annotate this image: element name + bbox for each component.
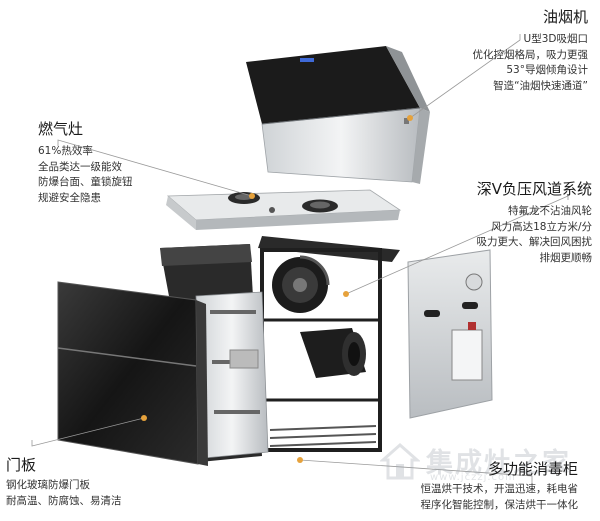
sterilizer-callout: 多功能消毒柜 恒温烘干技术，开温迅速，耗电省 程序化智能控制，保洁烘干一体化 xyxy=(421,460,579,513)
range-hood-line-4: 智造“油烟快速通道” xyxy=(493,79,588,92)
accent-dots xyxy=(141,115,413,463)
leader-lines xyxy=(31,34,569,484)
gas-stove-line-4: 规避安全隐患 xyxy=(38,191,101,204)
range-hood-line-3: 53°导烟倾角设计 xyxy=(506,64,588,76)
door-panel-line-1: 钢化玻璃防爆门板 xyxy=(6,479,90,491)
door-panel-line-2: 耐高温、防腐蚀、易清洁 xyxy=(6,494,122,507)
gas-stove-line-1: 61%热效率 xyxy=(38,145,93,157)
range-hood-title: 油烟机 xyxy=(542,8,588,26)
sterilizer-line-2: 程序化智能控制，保洁烘干一体化 xyxy=(420,498,579,511)
sterilizer-title: 多功能消毒柜 xyxy=(487,460,578,478)
sterilizer-line-1: 恒温烘干技术，开温迅速，耗电省 xyxy=(420,483,579,495)
glass-door xyxy=(57,281,208,466)
gas-stove-callout: 燃气灶 61%热效率 全品类达一级能效 防爆台面、童锁旋钮 规避安全隐患 xyxy=(38,120,133,206)
gas-stove xyxy=(166,189,402,230)
door-panel-title: 门板 xyxy=(6,456,37,474)
air-duct-frame xyxy=(258,236,400,452)
air-duct-callout: 深V负压风道系统 特氟龙不沾油风轮 风力高达18立方米/分 吸力更大、解决回风困… xyxy=(477,180,593,266)
range-hood-callout: 油烟机 U型3D吸烟口 优化控烟格局，吸力更强 53°导烟倾角设计 智造“油烟快… xyxy=(473,8,589,94)
range-hood-line-1: U型3D吸烟口 xyxy=(523,33,588,45)
air-duct-title: 深V负压风道系统 xyxy=(476,180,592,198)
watermark-url: www.jczzj.com xyxy=(430,472,516,483)
house-logo-icon xyxy=(380,442,420,480)
air-duct-line-2: 风力高达18立方米/分 xyxy=(491,220,592,233)
range-hood xyxy=(246,46,430,184)
gas-stove-line-2: 全品类达一级能效 xyxy=(38,160,122,173)
gas-stove-line-3: 防爆台面、童锁旋钮 xyxy=(38,176,133,188)
side-panel xyxy=(407,249,493,419)
watermark: 集成灶之家 www.jczzj.com xyxy=(380,436,600,494)
range-hood-line-2: 优化控烟格局，吸力更强 xyxy=(472,48,589,61)
air-duct-line-1: 特氟龙不沾油风轮 xyxy=(508,205,592,217)
air-duct-line-3: 吸力更大、解决回风困扰 xyxy=(476,236,593,248)
watermark-text: 集成灶之家 xyxy=(426,448,571,479)
door-panel-callout: 门板 钢化玻璃防爆门板 耐高温、防腐蚀、易清洁 xyxy=(6,456,122,509)
air-duct-line-4: 排烟更顺畅 xyxy=(539,251,593,264)
gas-stove-title: 燃气灶 xyxy=(38,120,84,138)
